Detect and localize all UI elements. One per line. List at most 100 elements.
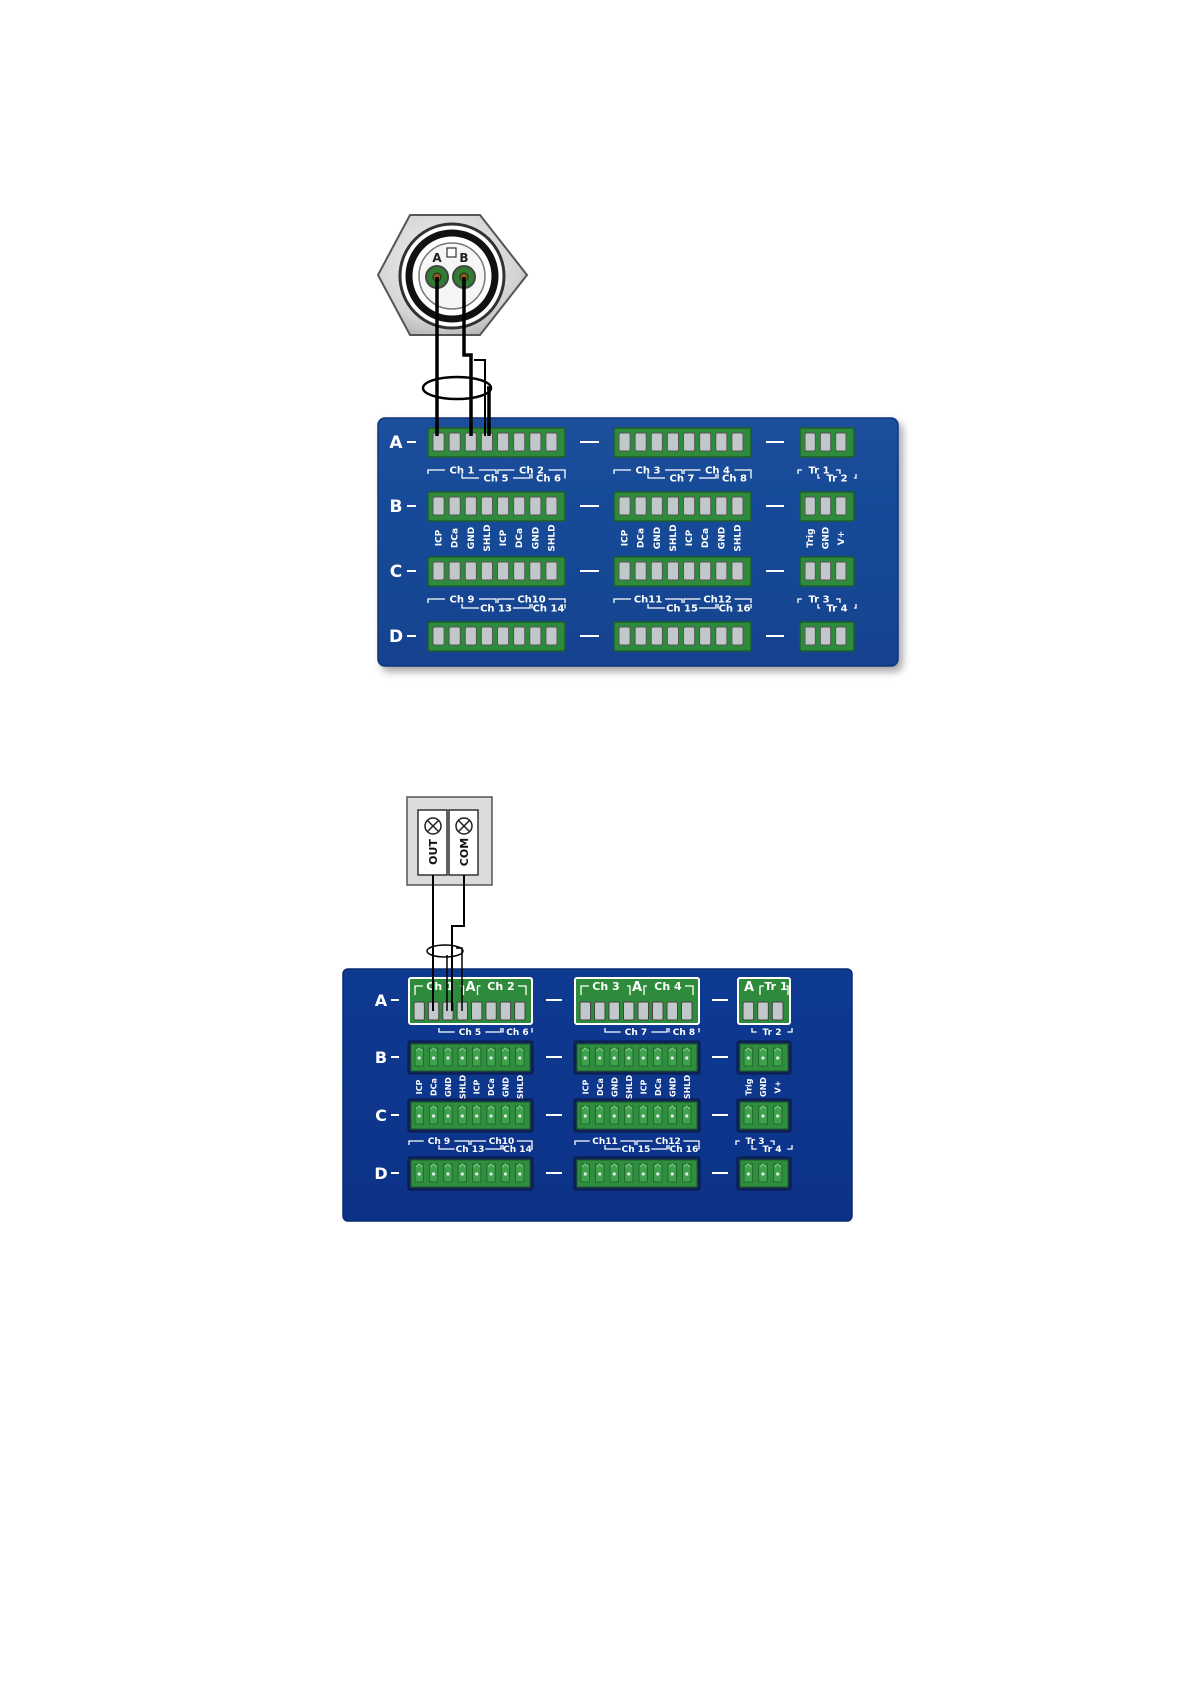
connector-inner-ring bbox=[405, 229, 499, 323]
channel-label-label: Ch11 bbox=[634, 595, 662, 606]
channel-label-label: Ch 9 bbox=[428, 1137, 450, 1147]
terminal-screw-arrow bbox=[774, 1047, 781, 1052]
terminal-slot bbox=[835, 496, 847, 516]
header-left-label: Ch 1 bbox=[426, 980, 453, 993]
terminal-slot bbox=[666, 626, 679, 646]
terminal-slot bbox=[771, 1001, 784, 1021]
terminal-screw-arrow bbox=[625, 1163, 633, 1168]
cable-shield-loop bbox=[426, 944, 464, 958]
terminal-screw-dot bbox=[489, 1114, 493, 1118]
terminal-slot bbox=[471, 1001, 483, 1021]
terminal-slot bbox=[699, 626, 712, 646]
trigger-label-label: Tr 1 bbox=[808, 466, 829, 477]
trigger-label-bracket: Tr 1 bbox=[797, 466, 841, 477]
channel-label-bracket: Ch12 bbox=[683, 595, 752, 606]
trigger-label-line bbox=[751, 1145, 793, 1150]
terminal-slot bbox=[529, 432, 542, 452]
channel-label-line bbox=[497, 469, 566, 474]
terminal-slot bbox=[715, 496, 728, 516]
pin-label: DCa bbox=[515, 528, 525, 548]
channel-label-line bbox=[531, 474, 566, 479]
connector-pin-a-label: A bbox=[432, 251, 442, 265]
terminal-screw-arrow bbox=[745, 1163, 752, 1168]
channel-label-line bbox=[531, 604, 566, 609]
terminal-slot bbox=[634, 561, 647, 581]
terminal-screw-arrow bbox=[745, 1047, 752, 1052]
terminal-slot bbox=[448, 432, 461, 452]
terminal-screw-dot bbox=[475, 1114, 479, 1118]
channel-label-line bbox=[647, 474, 717, 479]
terminal-slot bbox=[757, 1001, 769, 1021]
channel-label-bracket: Ch10 bbox=[470, 1137, 533, 1147]
pin-label: ICP bbox=[415, 1080, 424, 1095]
terminal-screw-dot bbox=[641, 1056, 645, 1060]
wire-shield bbox=[456, 947, 463, 1011]
terminal-slot bbox=[513, 496, 526, 516]
terminal-screw-arrow bbox=[668, 1105, 676, 1110]
voltage-source: OUT COM bbox=[406, 796, 493, 886]
channel-label-line bbox=[502, 1145, 533, 1150]
channel-label-label: Ch 6 bbox=[536, 474, 561, 485]
channel-label-label: Ch 9 bbox=[450, 595, 475, 606]
terminal-slot bbox=[499, 1001, 512, 1021]
terminal-block bbox=[576, 1043, 698, 1072]
row-label-a: A bbox=[389, 433, 403, 453]
terminal-screw-arrow bbox=[596, 1105, 604, 1110]
pin-label: DCa bbox=[430, 1078, 439, 1096]
terminal-slot bbox=[683, 561, 696, 581]
terminal-screw-arrow bbox=[639, 1047, 647, 1052]
terminal-screw-dot bbox=[761, 1172, 765, 1176]
terminal-slot bbox=[442, 1001, 454, 1021]
channel-label-bracket: Ch 5 bbox=[461, 474, 531, 485]
terminal-slot bbox=[623, 1001, 635, 1021]
terminal-screw-arrow bbox=[683, 1105, 691, 1110]
terminal-slot bbox=[634, 496, 647, 516]
terminal-screw-dot bbox=[670, 1114, 674, 1118]
trigger-label-label: Tr 2 bbox=[763, 1028, 782, 1038]
terminal-block bbox=[613, 556, 752, 587]
terminal-slot bbox=[699, 432, 712, 452]
terminal-screw-arrow bbox=[502, 1047, 509, 1052]
terminal-screw-arrow bbox=[625, 1047, 633, 1052]
pin-label: V+ bbox=[774, 1081, 783, 1094]
channel-label-label: Ch 16 bbox=[719, 604, 751, 615]
terminal-screw-dot bbox=[583, 1114, 587, 1118]
terminal-screw-dot bbox=[612, 1172, 616, 1176]
channel-label-bracket: Ch 15 bbox=[604, 1145, 668, 1155]
terminal-screw-dot bbox=[685, 1172, 689, 1176]
pin-label: ICP bbox=[581, 1080, 590, 1095]
terminal-screw-arrow bbox=[459, 1163, 466, 1168]
terminal-screw-arrow bbox=[745, 1105, 752, 1110]
terminal-slot bbox=[513, 561, 526, 581]
terminal-screw-arrow bbox=[668, 1163, 676, 1168]
terminal-screw-arrow bbox=[596, 1047, 604, 1052]
terminal-slot bbox=[804, 432, 816, 452]
channel-label-line bbox=[683, 469, 752, 474]
trigger-label-bracket: Tr 4 bbox=[817, 604, 857, 615]
terminal-slot bbox=[545, 626, 558, 646]
terminal-screw-arrow bbox=[654, 1105, 662, 1110]
terminal-screw-dot bbox=[446, 1172, 450, 1176]
terminal-screw-arrow bbox=[516, 1105, 524, 1110]
pin-label: GND bbox=[759, 1077, 768, 1097]
channel-label-label: Ch 7 bbox=[670, 474, 695, 485]
terminal-slot bbox=[650, 626, 663, 646]
terminal-screw-dot bbox=[431, 1056, 436, 1060]
connector-key-notch bbox=[446, 247, 457, 258]
terminal-slot bbox=[650, 561, 663, 581]
terminal-screw-arrow bbox=[487, 1047, 495, 1052]
terminal-block bbox=[410, 1101, 531, 1130]
pin-label: DCa bbox=[451, 528, 461, 548]
terminal-screw-dot bbox=[518, 1056, 522, 1060]
row-label-d: D bbox=[374, 1164, 387, 1183]
channel-label-bracket: Ch 15 bbox=[647, 604, 717, 615]
pin-label: GND bbox=[610, 1077, 619, 1097]
channel-label-bracket: Ch12 bbox=[636, 1137, 700, 1147]
terminal-screw-arrow bbox=[683, 1047, 691, 1052]
channel-label-bracket: Ch10 bbox=[497, 595, 566, 606]
terminal-screw-arrow bbox=[473, 1105, 480, 1110]
trigger-label-bracket: Tr 3 bbox=[735, 1137, 775, 1147]
terminal-screw-dot bbox=[627, 1114, 631, 1118]
